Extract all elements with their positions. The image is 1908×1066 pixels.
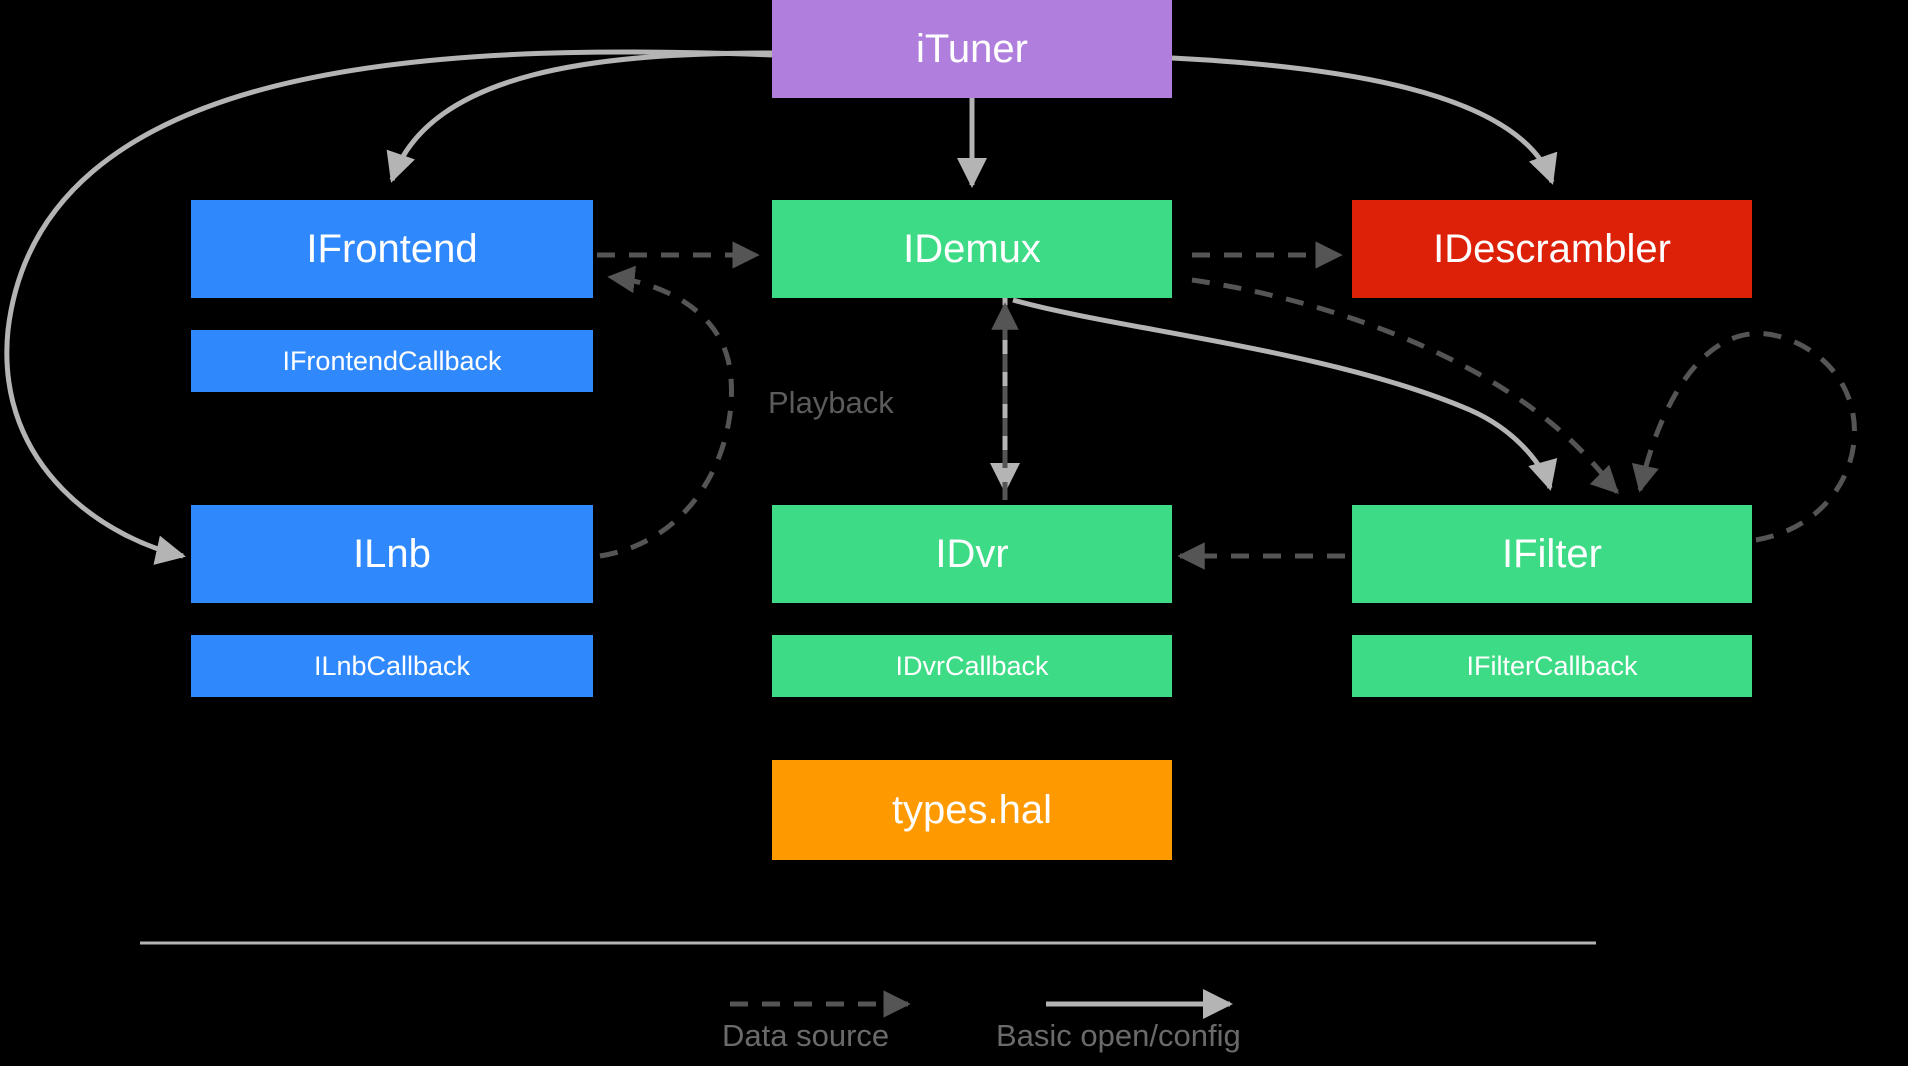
edge-ituner-to-idescrambler <box>1171 55 1558 185</box>
node-idvr[interactable]: IDvr <box>772 505 1172 603</box>
legend-label-basic-open-config: Basic open/config <box>996 1018 1241 1053</box>
node-idvrcallback-label: IDvrCallback <box>895 650 1049 681</box>
node-ilnb[interactable]: ILnb <box>191 505 593 603</box>
node-ilnbcallback[interactable]: ILnbCallback <box>191 635 593 697</box>
node-ituner-label: iTuner <box>916 26 1028 71</box>
edge-idemux-to-ifilter-solid <box>1012 297 1558 491</box>
node-ilnbcallback-label: ILnbCallback <box>313 650 471 681</box>
node-idvrcallback[interactable]: IDvrCallback <box>772 635 1172 697</box>
node-idescrambler-label: IDescrambler <box>1433 226 1671 271</box>
node-ifrontend[interactable]: IFrontend <box>191 200 593 298</box>
node-ifilter[interactable]: IFilter <box>1352 505 1752 603</box>
node-ilnb-label: ILnb <box>353 531 431 576</box>
edge-ituner-to-ifrontend <box>386 50 773 183</box>
edge-idemux-to-ifilter-dashed <box>1191 277 1619 494</box>
node-ituner[interactable]: iTuner <box>772 0 1172 98</box>
node-types-hal-label: types.hal <box>891 787 1053 832</box>
playback-edge-label: Playback <box>768 385 894 420</box>
edge-ilnb-to-ifrontend <box>599 265 734 559</box>
node-ifiltercallback-label: IFilterCallback <box>1466 650 1638 681</box>
node-idemux-label: IDemux <box>903 226 1041 271</box>
node-ifilter-label: IFilter <box>1502 531 1602 576</box>
node-types-hal[interactable]: types.hal <box>772 760 1172 860</box>
node-idemux[interactable]: IDemux <box>772 200 1172 298</box>
legend-label-data-source: Data source <box>722 1018 890 1053</box>
node-ifiltercallback[interactable]: IFilterCallback <box>1352 635 1752 697</box>
node-ifrontend-label: IFrontend <box>306 226 478 271</box>
node-ifrontendcallback-label: IFrontendCallback <box>282 345 502 376</box>
node-idescrambler[interactable]: IDescrambler <box>1352 200 1752 298</box>
edge-ituner-to-ilnb <box>4 49 773 565</box>
node-idvr-label: IDvr <box>935 531 1009 576</box>
node-ifrontendcallback[interactable]: IFrontendCallback <box>191 330 593 392</box>
